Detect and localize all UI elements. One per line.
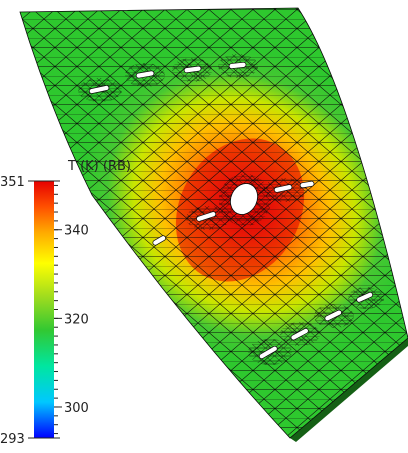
colorbar-gradient (34, 181, 54, 438)
plate-outline (19, 7, 408, 439)
colorbar-max-label: 351 (0, 175, 25, 190)
colorbar-title: T (K) (RB) (67, 159, 131, 174)
colorbar-min-label: 293 (0, 432, 25, 447)
colorbar-tick-label: 320 (64, 312, 89, 327)
color-legend: T (K) (RB) 351 293 340 320 300 (0, 159, 131, 447)
colorbar-tick-labels: 340 320 300 (64, 224, 89, 416)
colorbar-tick-label: 300 (64, 401, 89, 416)
colorbar-tick-label: 340 (64, 224, 89, 239)
plate-side-edge (290, 338, 408, 442)
colorbar-ticks (28, 180, 62, 439)
cooling-slots (88, 61, 373, 360)
center-hole (230, 183, 258, 215)
